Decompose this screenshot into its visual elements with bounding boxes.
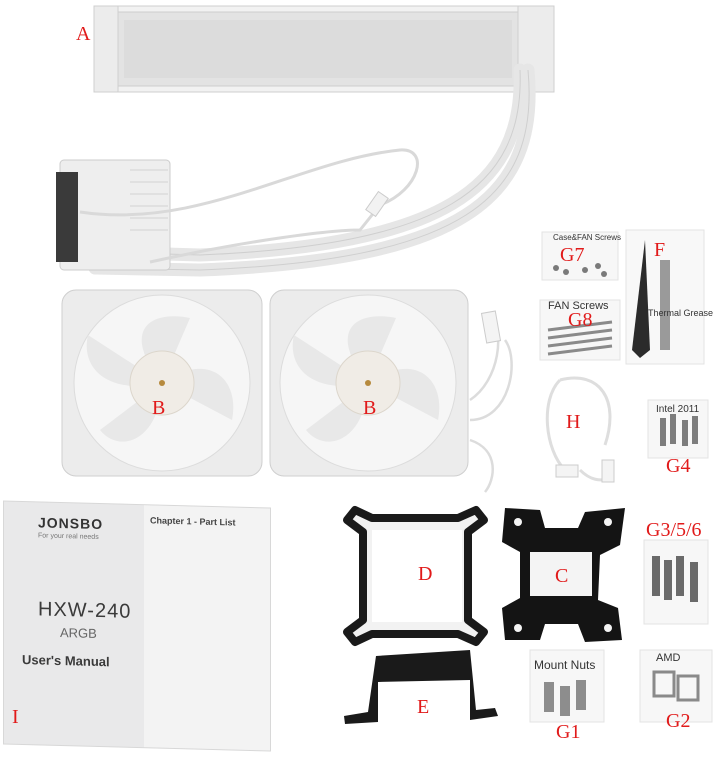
label-a: A xyxy=(76,23,91,45)
label-h: H xyxy=(566,411,581,433)
label-b-left: B xyxy=(152,397,166,419)
bracket-d xyxy=(343,506,488,646)
bag-text-g7: Case&FAN Screws xyxy=(553,233,622,242)
manual-title: User's Manual xyxy=(22,651,110,670)
thermal-paste-bag xyxy=(625,229,705,365)
radiator xyxy=(93,5,555,93)
label-g3: G3/5/6 xyxy=(646,519,702,541)
mount-nuts-bag-g1 xyxy=(529,649,605,723)
manual-brand: JONSBO xyxy=(38,514,104,533)
label-g2: G2 xyxy=(666,710,691,732)
screw-bag-g8 xyxy=(539,299,621,361)
manual-model: HXW-240 xyxy=(38,598,132,623)
bag-text-g4: Intel 2011 xyxy=(656,404,700,415)
screw-bag-g4 xyxy=(647,399,709,459)
amd-clips-bag-g2 xyxy=(639,649,713,723)
label-c: C xyxy=(555,565,569,587)
manual-variant: ARGB xyxy=(60,624,97,641)
fan-right xyxy=(269,289,469,477)
bag-text-g8: FAN Screws xyxy=(548,300,609,312)
label-g4: G4 xyxy=(666,455,691,477)
bag-text-g2: AMD xyxy=(656,652,681,664)
manual-part-list-panel xyxy=(144,505,270,751)
bracket-e xyxy=(344,650,498,724)
screw-bag-g3 xyxy=(643,539,709,625)
label-e: E xyxy=(417,696,430,718)
label-f: F xyxy=(654,239,666,261)
bag-text-g1: Mount Nuts xyxy=(534,658,596,672)
manual-tagline: For your real needs xyxy=(38,532,99,541)
screw-bag-g7 xyxy=(541,231,619,281)
user-manual: JONSBO For your real needs Chapter 1 - P… xyxy=(4,501,270,751)
label-g7: G7 xyxy=(560,244,585,266)
label-i: I xyxy=(12,706,19,728)
pump-cable xyxy=(79,148,419,264)
label-g8: G8 xyxy=(568,309,593,331)
bag-text-thermal: Thermal Grease xyxy=(648,308,714,318)
label-g1: G1 xyxy=(556,721,581,743)
label-d: D xyxy=(418,563,433,585)
label-b-right: B xyxy=(363,397,377,419)
backplate-c xyxy=(502,508,625,642)
fan-left xyxy=(61,289,263,477)
